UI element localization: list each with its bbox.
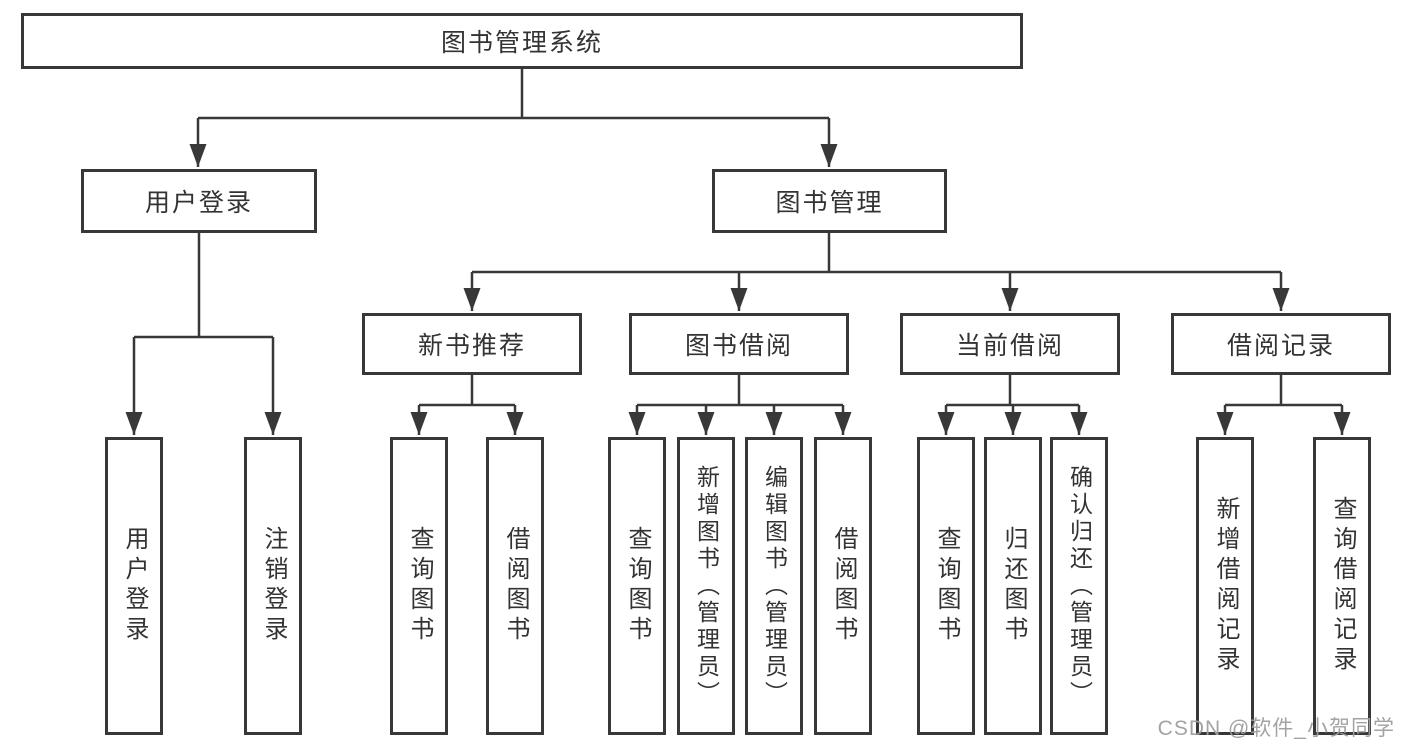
leaf-current-query-books: 查询图书 <box>917 437 975 735</box>
node-library-management-system: 图书管理系统 <box>21 13 1023 69</box>
node-label: 图书管理系统 <box>440 29 603 57</box>
leaf-borrowing-query-books: 查询图书 <box>608 437 666 735</box>
node-label: 当前借阅 <box>955 332 1064 360</box>
leaf-label: 注销登录 <box>260 526 287 646</box>
leaf-records-query-record: 查询借阅记录 <box>1313 437 1371 735</box>
leaf-current-confirm-return-admin: 确认归还（管理员） <box>1050 437 1108 735</box>
leaf-label: 新增借阅记录 <box>1212 496 1239 676</box>
node-label: 用户登录 <box>144 189 253 217</box>
leaf-label: 编辑图书（管理员） <box>761 464 788 708</box>
leaf-label: 查询图书 <box>624 526 651 646</box>
leaf-label: 查询图书 <box>933 526 960 646</box>
node-book-borrowing: 图书借阅 <box>629 313 849 375</box>
leaf-label: 归还图书 <box>1000 526 1027 646</box>
leaf-label: 查询图书 <box>406 526 433 646</box>
node-book-management: 图书管理 <box>712 169 947 233</box>
csdn-watermark: CSDN @软件_小贺同学 <box>1157 717 1395 740</box>
leaf-label: 新增图书（管理员） <box>693 464 720 708</box>
node-borrowing-records: 借阅记录 <box>1171 313 1391 375</box>
node-label: 图书管理 <box>775 189 884 217</box>
node-label: 图书借阅 <box>684 332 793 360</box>
leaf-label: 用户登录 <box>121 526 148 646</box>
leaf-label: 借阅图书 <box>830 526 857 646</box>
leaf-current-return-books: 归还图书 <box>984 437 1042 735</box>
leaf-logout: 注销登录 <box>244 437 302 735</box>
leaf-recommend-query-books: 查询图书 <box>390 437 448 735</box>
node-current-borrowing: 当前借阅 <box>900 313 1120 375</box>
leaf-borrowing-borrow-books: 借阅图书 <box>814 437 872 735</box>
leaf-borrowing-edit-books-admin: 编辑图书（管理员） <box>745 437 803 735</box>
leaf-label: 借阅图书 <box>502 526 529 646</box>
node-label: 借阅记录 <box>1226 332 1335 360</box>
leaf-recommend-borrow-books: 借阅图书 <box>486 437 544 735</box>
leaf-borrowing-add-books-admin: 新增图书（管理员） <box>677 437 735 735</box>
node-user-login: 用户登录 <box>81 169 317 233</box>
leaf-label: 查询借阅记录 <box>1329 496 1356 676</box>
leaf-label: 确认归还（管理员） <box>1066 464 1093 708</box>
node-label: 新书推荐 <box>417 332 526 360</box>
leaf-user-login: 用户登录 <box>105 437 163 735</box>
leaf-records-add-record: 新增借阅记录 <box>1196 437 1254 735</box>
node-new-book-recommend: 新书推荐 <box>362 313 582 375</box>
